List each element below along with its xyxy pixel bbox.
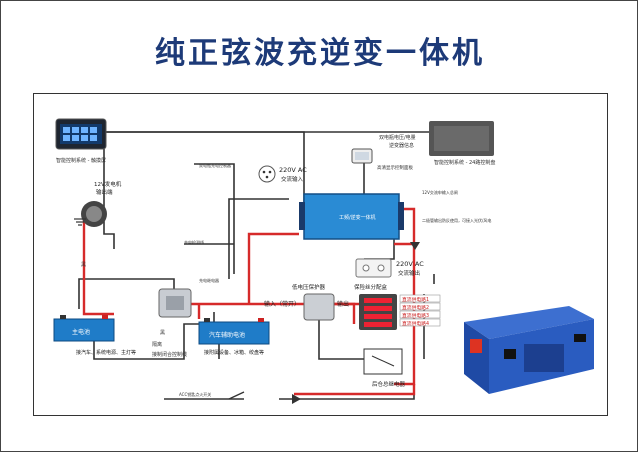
low-voltage-protector-label: 低电压保护器 (292, 283, 326, 291)
input-normally-open-label: 输入（常开） (264, 300, 300, 308)
page-title: 纯正弦波充逆变一体机 (155, 36, 485, 71)
relay-note: 充电继电器 (199, 277, 219, 283)
display-panel-device (351, 148, 373, 164)
display-panel-label: 高清显示控制面板 (377, 164, 413, 171)
ac-output-socket (355, 258, 392, 278)
sense-note: 充电检测线 (184, 239, 204, 245)
bottom-diode (292, 394, 301, 404)
dc-out-2-label: 直流供电路2 (402, 304, 429, 311)
generator-device (81, 201, 107, 227)
black-label: 黑 (81, 262, 86, 268)
dc-out-4-label: 直流供电路4 (402, 320, 429, 327)
ac-out-label: 交流输出 (398, 269, 420, 277)
ignition-label: 接制闭合控制线 (152, 351, 187, 358)
control-board-device (429, 121, 494, 156)
generator-label: 12V发电机 (94, 180, 122, 188)
dc-out-labels (399, 294, 441, 327)
aux-load-label: 接附属设备、冰箱、绞盘等 (204, 349, 264, 356)
aux-battery (198, 318, 270, 345)
inverter-unit (299, 193, 404, 240)
black2-label: 黑 (160, 330, 165, 336)
ac-input-socket (258, 165, 276, 183)
input-12v-label: 12V交流申输入总闸 (422, 189, 458, 195)
rear-relay-label: 后仓总继电器 (372, 380, 406, 388)
bypass-diode (410, 242, 420, 250)
ac-in-label: 交流输入 (281, 175, 304, 183)
dual-charge-note: 双电瓶充电控制器 (199, 162, 231, 168)
fuse-box-label: 保险丝分配盒 (354, 283, 388, 291)
generator-out-label: 输出端 (96, 188, 113, 196)
product-photo-inverter (464, 306, 594, 394)
bypass-note: 二极管输出防反使用，可接入光伏/风电 (422, 217, 491, 223)
fuse-box (359, 294, 397, 330)
acc-switch (228, 391, 245, 400)
output-label: 输出 (337, 300, 349, 308)
touchscreen-device (55, 118, 107, 150)
dual-battery-display-label: 双电瓶电压/电量 (379, 134, 416, 141)
ground-symbol (74, 218, 86, 226)
inverter-info-label: 逆变器信息 (389, 142, 414, 149)
aux-battery-label: 汽车辅助电池 (209, 331, 245, 339)
control-board-label: 智能控制系统 - 24路控制盘 (434, 159, 495, 166)
main-load-label: 接汽车、系统电源、主灯等 (76, 349, 136, 356)
wiring-diagram-panel: 智能控制系统 - 触摸屏 智能控制系统 - 24路控制盘 双电瓶电压/电量 逆变… (33, 93, 608, 416)
main-battery-label: 主电池 (72, 328, 90, 336)
touchscreen-label: 智能控制系统 - 触摸屏 (56, 157, 106, 164)
dc-out-1-label: 直流供电路1 (402, 296, 429, 303)
main-battery (53, 315, 115, 342)
ac-in-voltage-label: 220V AC (279, 166, 307, 174)
acc-label: ACC钥匙点火开关 (179, 391, 211, 397)
isolator-label: 隔离 (152, 341, 162, 348)
ac-out-voltage-label: 220V AC (396, 260, 424, 268)
inverter-name-label: 工频/逆变一体机 (339, 214, 376, 221)
wiring-diagram: 智能控制系统 - 触摸屏 智能控制系统 - 24路控制盘 双电瓶电压/电量 逆变… (53, 118, 594, 404)
rear-relay (363, 348, 403, 375)
battery-isolator (158, 288, 192, 318)
low-voltage-protector (303, 293, 335, 321)
dc-out-3-label: 直流供电路3 (402, 312, 429, 319)
